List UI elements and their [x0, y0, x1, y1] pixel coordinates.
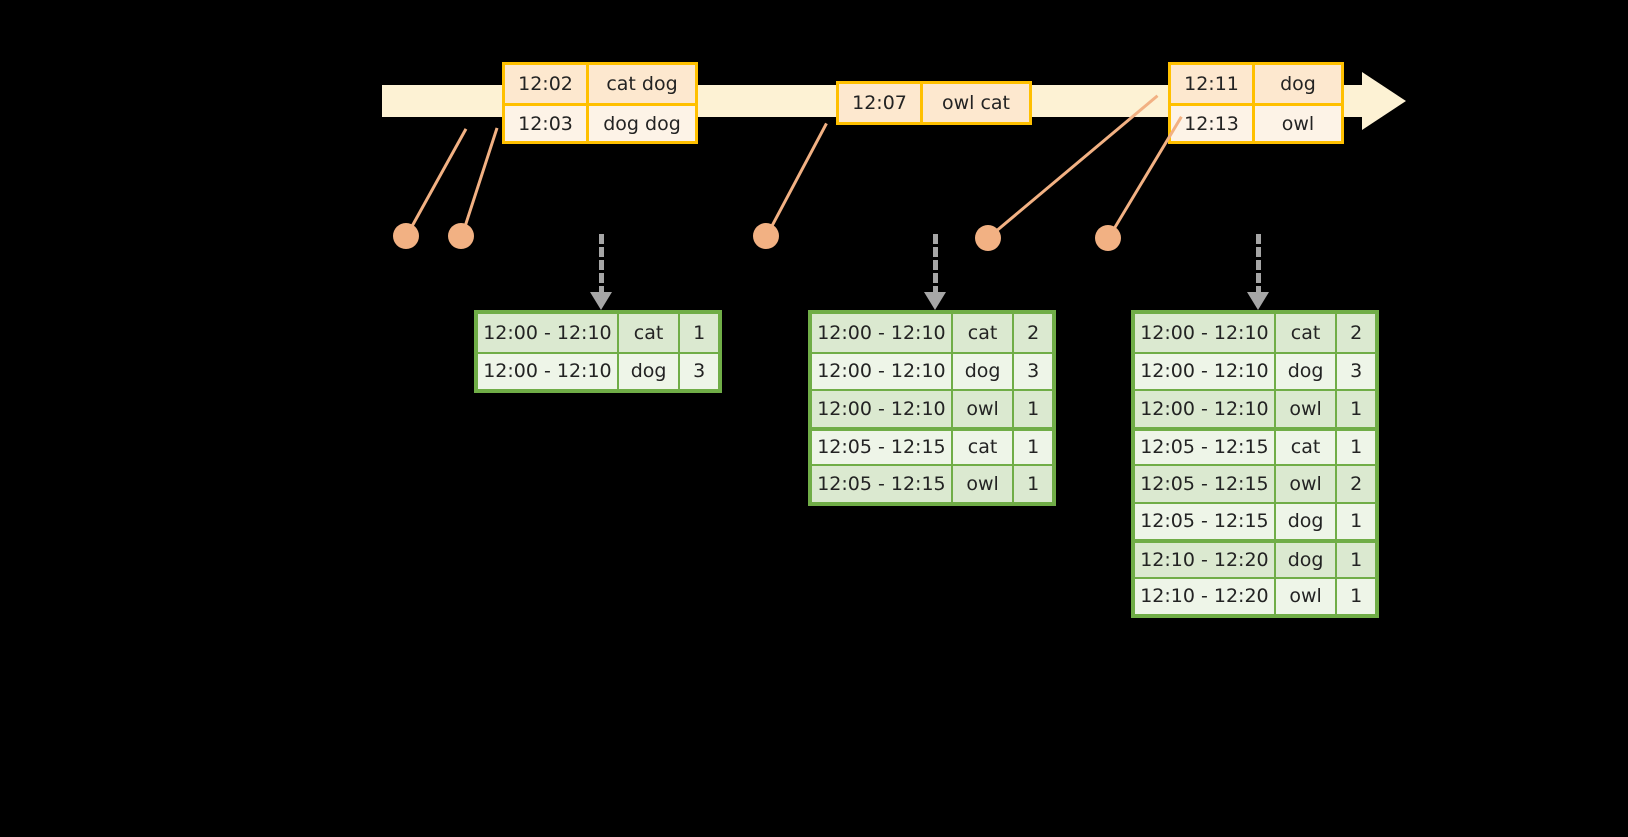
count-cell: 1: [1027, 397, 1040, 420]
word-cell: dog: [1276, 503, 1338, 539]
timeline-arrow-head-icon: [1362, 72, 1406, 130]
flow-arrow-shaft: [599, 234, 604, 296]
count-cell: 3: [1027, 360, 1040, 383]
window-cell: 12:10 - 12:20: [1135, 578, 1276, 614]
word-cell: cat: [953, 430, 1015, 464]
event-time: 12:07: [839, 84, 923, 122]
window-cell: 12:00 - 12:10: [812, 353, 953, 389]
event-row: 12:13 owl: [1171, 103, 1341, 141]
count-cell: 2: [1350, 472, 1363, 495]
event-box-3: 12:11 dog 12:13 owl: [1168, 62, 1344, 144]
event-words: owl cat: [941, 92, 1011, 114]
count-cell: 1: [1350, 510, 1363, 533]
window-cell: 12:00 - 12:10: [478, 353, 619, 389]
event-box-1: 12:02 cat dog 12:03 dog dog: [502, 62, 698, 144]
event-marker-dot: [448, 223, 474, 249]
count-cell: 1: [1027, 436, 1040, 459]
word-cell: owl: [1276, 578, 1338, 614]
count-cell: 1: [1350, 548, 1363, 571]
window-cell: 12:05 - 12:15: [812, 466, 953, 502]
count-cell: 2: [1027, 321, 1040, 344]
count-cell: 1: [693, 321, 706, 344]
flow-arrow-shaft: [1256, 234, 1261, 296]
word-cell: cat: [1276, 314, 1338, 352]
window-cell: 12:05 - 12:15: [1135, 503, 1276, 539]
connector-line-12-07: [766, 122, 828, 236]
word-cell: cat: [953, 314, 1015, 352]
event-time: 12:13: [1171, 106, 1255, 141]
event-words: dog: [1280, 73, 1316, 95]
window-cell: 12:10 - 12:20: [1135, 543, 1276, 577]
event-row: 12:11 dog: [1171, 65, 1341, 103]
count-cell: 3: [693, 360, 706, 383]
count-cell: 1: [1350, 397, 1363, 420]
word-cell: cat: [619, 314, 681, 352]
flow-arrow-head-icon: [924, 292, 946, 310]
event-marker-dot: [393, 223, 419, 249]
window-cell: 12:00 - 12:10: [478, 314, 619, 352]
event-box-2: 12:07 owl cat: [836, 81, 1032, 125]
count-cell: 1: [1027, 472, 1040, 495]
window-cell: 12:05 - 12:15: [1135, 430, 1276, 464]
window-cell: 12:00 - 12:10: [812, 314, 953, 352]
connector-line-12-13: [1108, 115, 1183, 238]
window-cell: 12:05 - 12:15: [812, 430, 953, 464]
event-words: dog dog: [603, 112, 681, 135]
event-row: 12:02 cat dog: [505, 65, 695, 103]
connector-line-12-02: [406, 128, 468, 236]
word-cell: owl: [953, 391, 1015, 427]
word-cell: owl: [1276, 391, 1338, 427]
event-row: 12:07 owl cat: [839, 84, 1029, 122]
word-cell: cat: [1276, 430, 1338, 464]
event-time: 12:11: [1171, 65, 1255, 103]
event-words: owl: [1281, 112, 1315, 135]
event-words: cat dog: [606, 73, 678, 95]
window-cell: 12:00 - 12:10: [1135, 391, 1276, 427]
word-cell: dog: [619, 353, 681, 389]
event-time: 12:03: [505, 106, 589, 141]
word-cell: owl: [1276, 466, 1338, 502]
word-cell: dog: [953, 353, 1015, 389]
window-cell: 12:00 - 12:10: [1135, 353, 1276, 389]
event-marker-dot: [975, 225, 1001, 251]
word-cell: dog: [1276, 543, 1338, 577]
connector-line-12-03: [461, 127, 499, 235]
count-cell: 2: [1350, 321, 1363, 344]
window-cell: 12:00 - 12:10: [1135, 314, 1276, 352]
flow-arrow-shaft: [933, 234, 938, 296]
window-cell: 12:00 - 12:10: [812, 391, 953, 427]
flow-arrow-head-icon: [1247, 292, 1269, 310]
count-cell: 1: [1350, 436, 1363, 459]
window-cell: 12:05 - 12:15: [1135, 466, 1276, 502]
word-cell: owl: [953, 466, 1015, 502]
event-marker-dot: [753, 223, 779, 249]
flow-arrow-head-icon: [590, 292, 612, 310]
count-cell: 3: [1350, 360, 1363, 383]
event-row: 12:03 dog dog: [505, 103, 695, 141]
word-cell: dog: [1276, 353, 1338, 389]
event-time: 12:02: [505, 65, 589, 103]
count-cell: 1: [1350, 585, 1363, 608]
event-marker-dot: [1095, 225, 1121, 251]
